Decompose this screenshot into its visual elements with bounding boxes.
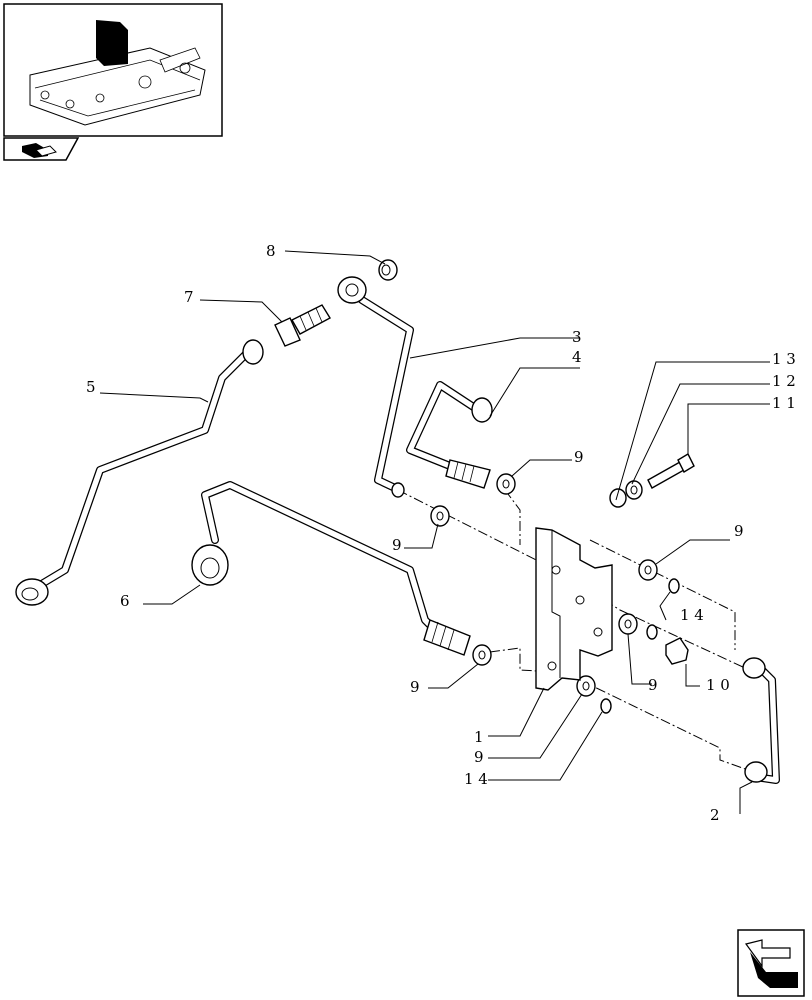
callout-9-f: 9 <box>648 676 658 694</box>
washer-12 <box>625 480 643 500</box>
callout-5: 5 <box>86 378 96 396</box>
pipe-2 <box>742 657 780 784</box>
thumbnail-icon <box>29 20 206 126</box>
callout-9-e: 9 <box>734 522 744 540</box>
callout-9-d: 9 <box>474 748 484 766</box>
callout-9-b: 9 <box>392 536 402 554</box>
bracket-1 <box>535 527 613 691</box>
callout-14-b: 1 4 <box>464 770 488 788</box>
callout-10: 1 0 <box>706 676 730 694</box>
callout-8: 8 <box>266 242 276 260</box>
washer-13 <box>609 488 627 508</box>
washer-8 <box>378 259 398 281</box>
thumbnail-panel <box>3 3 223 137</box>
callout-12: 1 2 <box>772 372 796 390</box>
callout-6: 6 <box>120 592 130 610</box>
seal-14-set <box>600 578 680 714</box>
callout-4: 4 <box>572 348 582 366</box>
callout-3: 3 <box>572 328 582 346</box>
arrow-navigation-icon[interactable] <box>737 929 805 997</box>
union-7 <box>274 304 331 347</box>
pipe-5 <box>15 339 264 606</box>
callout-2: 2 <box>710 806 720 824</box>
pipe-6 <box>191 481 471 656</box>
callout-7: 7 <box>184 288 194 306</box>
callout-14-a: 1 4 <box>680 606 704 624</box>
screw-11 <box>647 453 695 489</box>
callout-9-c: 9 <box>410 678 420 696</box>
alignment-lines <box>397 489 749 771</box>
callout-13: 1 3 <box>772 350 796 368</box>
callout-11: 1 1 <box>772 394 796 412</box>
callout-9-a: 9 <box>574 448 584 466</box>
book-icon <box>3 137 80 161</box>
callout-labels: 1 2 3 4 5 6 7 8 9 9 9 9 9 9 1 0 1 1 1 2 … <box>86 242 796 824</box>
leader-lines <box>99 250 770 814</box>
cap-10 <box>665 637 689 665</box>
pipe-3 <box>337 276 414 498</box>
pipe-4 <box>406 381 493 489</box>
washer-9-set <box>430 473 658 697</box>
callout-1: 1 <box>474 728 484 746</box>
